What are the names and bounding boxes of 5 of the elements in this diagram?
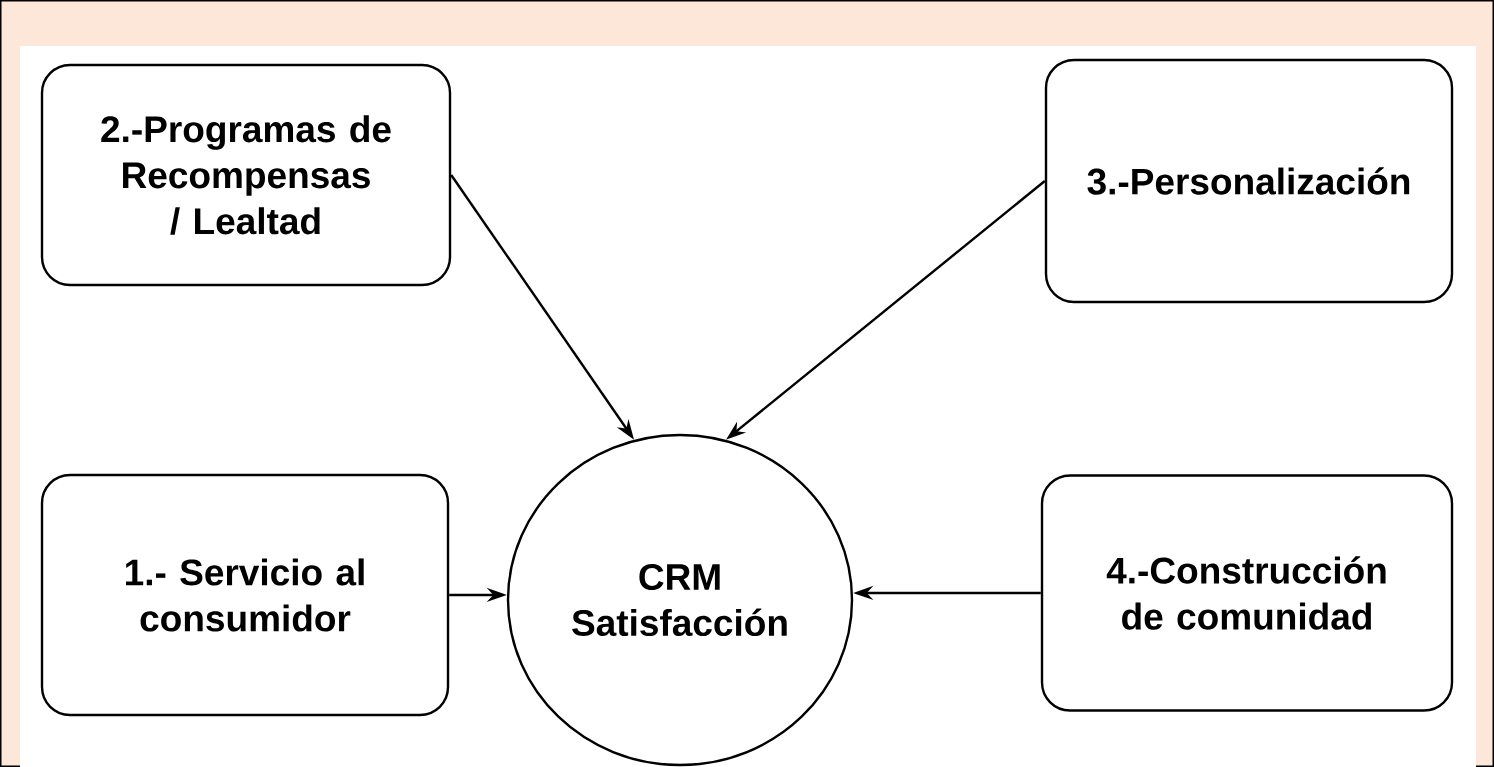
ellipse-node: CRM Satisfacción [506, 433, 854, 767]
process-box: 4.-Construcción de comunidad [1040, 474, 1454, 712]
process-box: 3.-Personalización [1044, 58, 1454, 304]
process-box: 2.-Programas de Recompensas / Lealtad [40, 63, 452, 287]
process-box: 1.- Servicio al consumidor [40, 473, 450, 717]
